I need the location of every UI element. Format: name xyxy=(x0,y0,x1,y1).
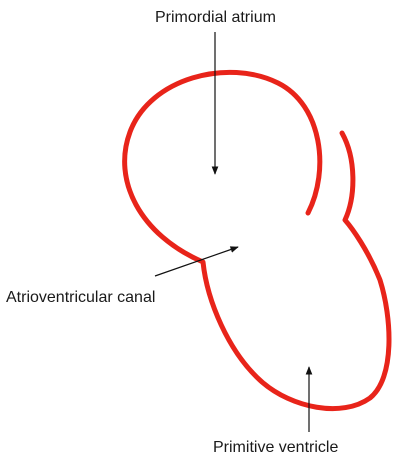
primitive-ventricle-label: Primitive ventricle xyxy=(213,440,338,456)
heart-outline xyxy=(125,72,389,408)
atrioventricular-canal-label: Atrioventricular canal xyxy=(6,290,155,306)
primordial-atrium-label: Primordial atrium xyxy=(155,10,276,26)
canal-arrow xyxy=(155,247,238,276)
